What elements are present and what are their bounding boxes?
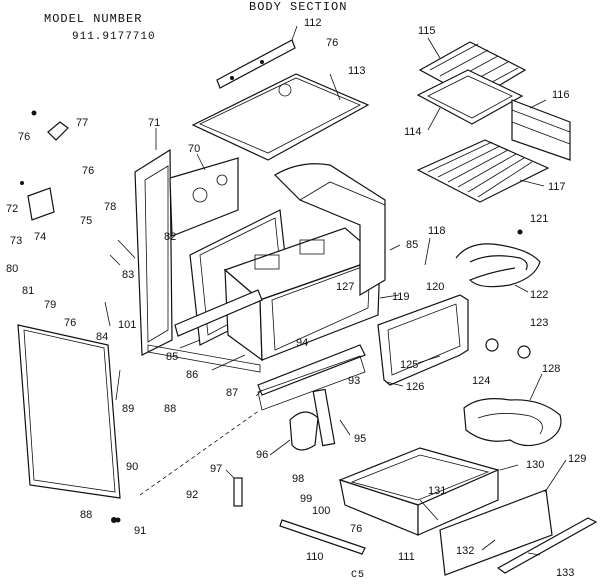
part-label: 88 xyxy=(80,509,92,521)
leader-lines xyxy=(104,25,567,556)
part-label: 75 xyxy=(80,215,92,227)
part-label: 70 xyxy=(188,143,200,155)
page-code: C5 xyxy=(351,570,366,581)
part-label: 111 xyxy=(398,551,415,563)
part-label: 92 xyxy=(186,489,198,501)
part-label: 78 xyxy=(104,201,116,213)
part-label: 81 xyxy=(22,285,34,297)
part-label: 85 xyxy=(166,351,178,363)
oven-rack-drawing xyxy=(416,139,550,203)
part-label: 76 xyxy=(18,131,30,143)
door-seal-frame-drawing xyxy=(377,294,469,386)
part-label: 100 xyxy=(312,505,330,517)
part-label: 87 xyxy=(226,387,238,399)
part-label: 72 xyxy=(6,203,18,215)
part-label: 116 xyxy=(552,89,570,101)
top-rear-trim-drawing xyxy=(216,39,296,89)
part-label: 129 xyxy=(568,453,586,465)
part-label: 83 xyxy=(122,269,134,281)
part-label: 71 xyxy=(148,117,160,129)
storage-drawer-drawing xyxy=(338,447,500,536)
part-label: 77 xyxy=(76,117,88,129)
part-label: 118 xyxy=(428,225,446,237)
broil-element-drawing xyxy=(463,398,562,447)
part-label: 94 xyxy=(296,337,308,349)
part-label: 115 xyxy=(418,25,436,37)
part-label: 117 xyxy=(548,181,566,193)
part-label: 112 xyxy=(304,17,322,29)
drawer-front-drawing xyxy=(439,489,553,576)
part-label: 76 xyxy=(350,523,362,535)
part-label: 84 xyxy=(96,331,108,343)
drawer-slide-drawing xyxy=(279,519,366,555)
side-panel-drawing xyxy=(511,99,571,161)
part-label: 76 xyxy=(82,165,94,177)
part-label: 119 xyxy=(392,291,410,303)
drawer-trim-drawing xyxy=(496,517,598,574)
part-label: 93 xyxy=(348,375,360,387)
part-label: 122 xyxy=(530,289,548,301)
part-label: 133 xyxy=(556,567,574,579)
model-number-label: MODEL NUMBER xyxy=(44,12,143,26)
pin-97-drawing xyxy=(233,477,243,507)
part-label: 126 xyxy=(406,381,424,393)
part-label: 82 xyxy=(164,231,176,243)
part-label: 121 xyxy=(530,213,548,225)
part-label: 98 xyxy=(292,473,304,485)
part-label: 128 xyxy=(542,363,560,375)
part-label: 123 xyxy=(530,317,548,329)
bracket-72-drawing xyxy=(20,181,55,221)
bake-element-drawing xyxy=(455,229,541,288)
flue-channel-drawing xyxy=(274,163,386,297)
part-label: 132 xyxy=(456,545,474,557)
part-label: 113 xyxy=(348,65,366,77)
part-label: 125 xyxy=(400,359,418,371)
door-hinge-drawing xyxy=(289,388,336,451)
part-label: 79 xyxy=(44,299,56,311)
model-number-value: 911.9177710 xyxy=(72,31,156,43)
cooktop-panel-drawing xyxy=(191,73,370,161)
part-label: 120 xyxy=(426,281,444,293)
broiler-pan-drawing xyxy=(416,69,524,125)
part-label: 131 xyxy=(428,485,446,497)
part-label: 95 xyxy=(354,433,366,445)
part-label: 99 xyxy=(300,493,312,505)
part-label: 96 xyxy=(256,449,268,461)
dashed-leader-drawing xyxy=(115,409,261,523)
part-label: 130 xyxy=(526,459,544,471)
part-label: 97 xyxy=(210,463,222,475)
part-label: 101 xyxy=(118,319,136,331)
part-label: 73 xyxy=(10,235,22,247)
part-label: 89 xyxy=(122,403,134,415)
part-label: 74 xyxy=(34,231,46,243)
part-label: 127 xyxy=(336,281,354,293)
side-frame-drawing xyxy=(134,148,239,356)
part-label: 85 xyxy=(406,239,418,251)
part-label: 124 xyxy=(472,375,490,387)
part-label: 90 xyxy=(126,461,138,473)
part-label: 91 xyxy=(134,525,146,537)
section-title: BODY SECTION xyxy=(249,0,348,14)
sensor-parts-drawing xyxy=(485,338,531,359)
part-label: 80 xyxy=(6,263,18,275)
part-label: 76 xyxy=(64,317,76,329)
part-label: 114 xyxy=(404,126,422,138)
part-number-labels: 112 76 113 115 114 116 117 76 77 71 70 7… xyxy=(6,17,586,579)
side-door-panel-drawing xyxy=(17,324,121,523)
part-label: 76 xyxy=(326,37,338,49)
part-label: 88 xyxy=(164,403,176,415)
part-label: 110 xyxy=(306,551,324,563)
clip-77-drawing xyxy=(31,110,69,141)
part-label: 86 xyxy=(186,369,198,381)
